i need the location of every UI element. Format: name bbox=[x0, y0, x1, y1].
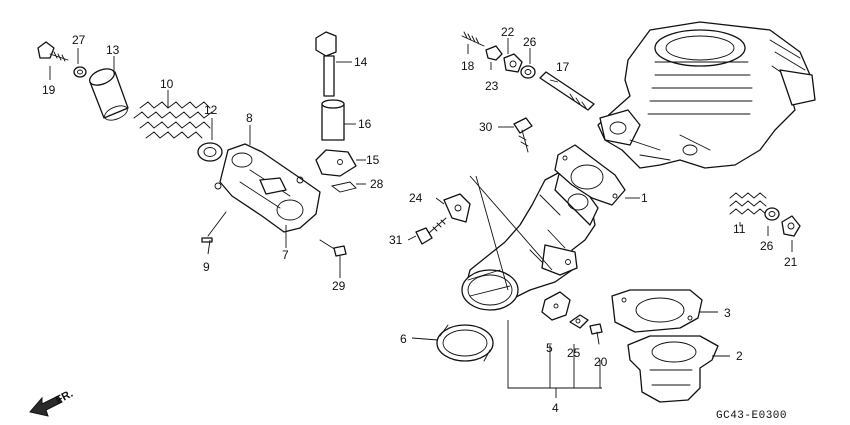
callout-6: 6 bbox=[400, 332, 407, 346]
callout-14: 14 bbox=[354, 55, 368, 69]
callout-27: 27 bbox=[72, 33, 86, 47]
callout-30: 30 bbox=[479, 120, 493, 134]
callout-26b: 26 bbox=[760, 239, 774, 253]
callout-12: 12 bbox=[204, 103, 218, 117]
callout-24: 24 bbox=[409, 191, 423, 205]
part-6-clamp-ring bbox=[436, 324, 494, 362]
drawing-code: GC43-E0300 bbox=[716, 410, 787, 422]
part-10-spring bbox=[133, 101, 213, 139]
part-22-plug bbox=[503, 53, 523, 73]
leader-lines bbox=[49, 38, 793, 398]
callout-29: 29 bbox=[332, 279, 346, 293]
callout-25: 25 bbox=[567, 346, 581, 360]
callout-18: 18 bbox=[461, 59, 475, 73]
callout-11: 11 bbox=[733, 222, 746, 236]
part-25-washer bbox=[569, 314, 589, 329]
callout-19: 19 bbox=[42, 83, 56, 97]
callout-31: 31 bbox=[389, 233, 403, 247]
callout-13: 13 bbox=[106, 43, 120, 57]
part-20-screw bbox=[589, 323, 603, 345]
intake-manifold bbox=[461, 169, 599, 311]
callout-26a: 26 bbox=[523, 35, 537, 49]
part-21-cap bbox=[781, 215, 801, 237]
callout-1: 1 bbox=[641, 191, 648, 205]
arrow-icon bbox=[29, 395, 63, 417]
part-26-washer-right bbox=[764, 207, 780, 221]
callout-3: 3 bbox=[724, 306, 731, 320]
part-2-insulator bbox=[627, 335, 719, 403]
callout-22: 22 bbox=[501, 25, 515, 39]
part-8-housing bbox=[214, 143, 321, 233]
callout-5: 5 bbox=[546, 341, 553, 355]
part-13-sleeve bbox=[89, 68, 129, 121]
part-14-rod bbox=[315, 31, 337, 97]
callout-21: 21 bbox=[784, 255, 798, 269]
callout-15: 15 bbox=[366, 153, 380, 167]
cylinder bbox=[597, 21, 816, 169]
front-label: FR. bbox=[54, 388, 75, 407]
part-11-spring bbox=[729, 192, 767, 215]
callout-7: 7 bbox=[282, 248, 289, 262]
callout-20: 20 bbox=[594, 355, 608, 369]
part-23-nut bbox=[485, 45, 503, 61]
callout-17: 17 bbox=[556, 60, 570, 74]
part-12-seal bbox=[197, 142, 223, 162]
part-19-bolt bbox=[37, 41, 69, 62]
part-24-bracket bbox=[443, 193, 471, 223]
part-3-gasket bbox=[611, 289, 703, 333]
callout-10: 10 bbox=[160, 77, 174, 91]
part-16-plunger bbox=[321, 99, 345, 141]
callout-2: 2 bbox=[736, 349, 743, 363]
part-29-screw bbox=[319, 239, 347, 257]
front-direction-arrow: FR. bbox=[29, 388, 75, 417]
part-28-clip bbox=[330, 181, 357, 193]
callout-4: 4 bbox=[552, 401, 559, 415]
part-26-washer-top bbox=[520, 65, 536, 79]
part-27-washer bbox=[73, 66, 87, 78]
part-30-bolt bbox=[513, 117, 533, 153]
callout-28: 28 bbox=[370, 177, 384, 191]
part-1-gasket bbox=[554, 144, 626, 206]
callout-9: 9 bbox=[203, 260, 210, 274]
part-17-pin bbox=[539, 71, 595, 111]
part-5-plate bbox=[541, 291, 571, 321]
part-31-bolt bbox=[415, 217, 447, 245]
callout-8: 8 bbox=[246, 111, 253, 125]
part-15-cam bbox=[315, 149, 357, 177]
part-9-pin bbox=[201, 211, 227, 243]
callout-16: 16 bbox=[358, 117, 372, 131]
callout-23: 23 bbox=[485, 79, 499, 93]
part-18-stud bbox=[461, 31, 485, 47]
callout-numbers: 1 2 3 4 5 6 7 8 9 10 11 12 13 14 15 16 1… bbox=[42, 25, 798, 415]
